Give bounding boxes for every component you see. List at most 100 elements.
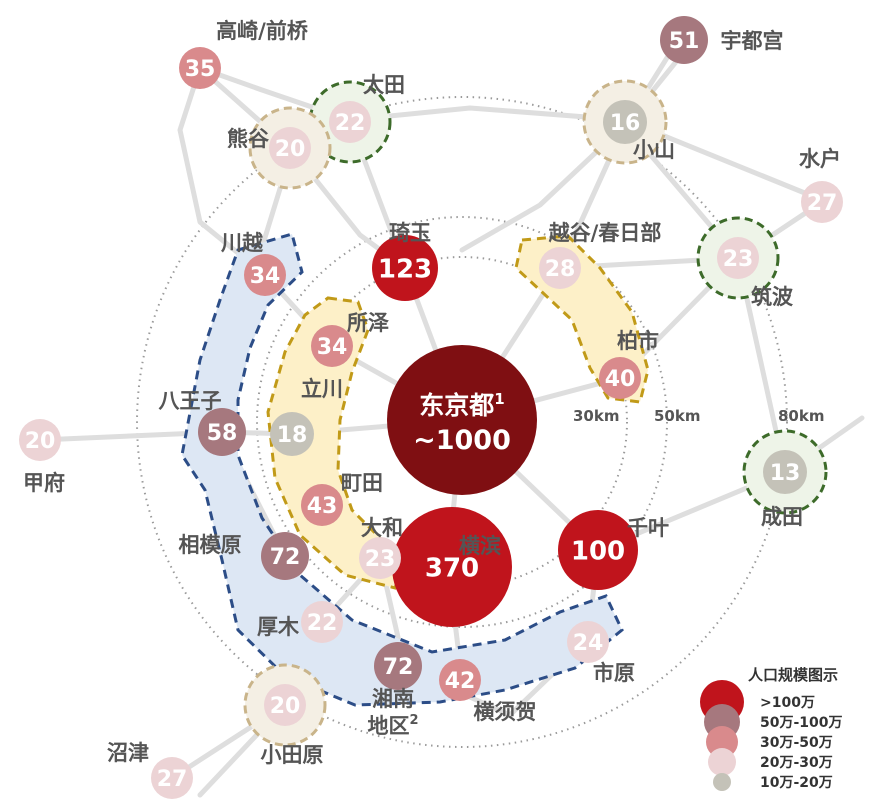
ota-bubble — [329, 101, 371, 143]
yamato-label: 大和 — [361, 516, 403, 540]
numazu-label: 沼津 — [107, 741, 149, 765]
takasaki-bubble — [179, 47, 221, 89]
machida-bubble — [301, 484, 343, 526]
utsunomiya-label: 宇都宫 — [721, 29, 784, 53]
shonan-bubble — [374, 642, 422, 690]
kofu-value: 20 — [25, 429, 56, 454]
odawara-value: 20 — [270, 694, 301, 719]
sagamihara-value: 72 — [270, 545, 301, 570]
machida-value: 43 — [307, 494, 338, 519]
legend-label-l: 50万-100万 — [760, 715, 843, 731]
kashiwa-value: 40 — [605, 367, 636, 392]
yokosuka-value: 42 — [445, 669, 476, 694]
kashiwa-bubble — [599, 357, 641, 399]
kumagaya-label: 熊谷 — [227, 127, 270, 151]
tachikawa-value: 18 — [277, 423, 308, 448]
tokorozawa-label: 所泽 — [347, 311, 389, 335]
chiba-bubble — [558, 510, 638, 590]
oyama-value: 16 — [610, 111, 641, 136]
legend-swatch-m — [706, 726, 738, 758]
chiba-label: 千叶 — [627, 516, 669, 540]
utsunomiya-bubble — [660, 16, 708, 64]
kumagaya-value: 20 — [275, 137, 306, 162]
tokyo-center: 东京都1 ~1000 — [387, 345, 537, 495]
ring-50km — [256, 216, 668, 628]
legend: 人口规模图示 >100万 50万-100万 30万-50万 20万-30万 10万-20… — [700, 666, 843, 791]
mito-bubble — [801, 181, 843, 223]
ota-value: 22 — [335, 111, 366, 136]
kawagoe-value: 34 — [250, 264, 281, 289]
tsukuba-value: 23 — [723, 247, 754, 272]
oyama-bubble — [603, 100, 647, 144]
narita-value: 13 — [770, 461, 801, 486]
tokorozawa-value: 34 — [317, 335, 348, 360]
tachikawa-label: 立川 — [301, 377, 343, 401]
mito-value: 27 — [807, 191, 838, 216]
hachioji-value: 58 — [207, 421, 238, 446]
saitama-bubble — [372, 235, 438, 301]
ichihara-bubble — [567, 621, 609, 663]
mito-label: 水户 — [799, 147, 841, 171]
ichihara-label: 市原 — [593, 661, 635, 685]
yokosuka-bubble — [439, 659, 481, 701]
yokosuka-label: 横须贺 — [474, 700, 537, 724]
kashiwa-label: 柏市 — [617, 329, 659, 353]
legend-swatch-xs — [713, 773, 731, 791]
kumagaya-bubble — [269, 127, 311, 169]
city-bubbles: 123 370 100 34 18 43 23 28 40 34 58 72 22 72 42 24 20 27 2… — [19, 16, 843, 799]
tsukuba-label: 筑波 — [751, 285, 794, 309]
legend-label-xs: 10万-20万 — [760, 775, 833, 791]
narita-label: 成田 — [761, 505, 803, 529]
tsukuba-bubble — [717, 237, 759, 279]
numazu-bubble — [151, 757, 193, 799]
legend-swatch-s — [708, 748, 736, 776]
yokohama-label: 横滨 — [459, 534, 501, 558]
legend-label-xl: >100万 — [760, 695, 815, 711]
tokyo-label: 东京都1 — [419, 390, 504, 420]
ichihara-value: 24 — [573, 631, 604, 656]
takasaki-label: 高崎/前桥 — [216, 19, 309, 43]
legend-items: >100万 50万-100万 30万-50万 20万-30万 10万-20万 — [700, 680, 843, 791]
legend-label-s: 20万-30万 — [760, 755, 833, 771]
koshigaya-value: 28 — [545, 257, 576, 282]
kofu-bubble — [19, 419, 61, 461]
tokyo-bubble — [387, 345, 537, 495]
tokorozawa-bubble — [311, 325, 353, 367]
shonan-label-line2: 地区2 — [367, 713, 418, 738]
saitama-label: 琦玉 — [389, 221, 431, 245]
utsunomiya-value: 51 — [669, 29, 700, 54]
kofu-label: 甲府 — [23, 471, 65, 495]
tachikawa-bubble — [270, 412, 314, 456]
shonan-label: 湘南 — [372, 687, 414, 711]
saitama-value: 123 — [378, 254, 432, 284]
yokohama-value: 370 — [425, 553, 479, 583]
ring-80km — [136, 96, 788, 748]
atsugi-bubble — [301, 601, 343, 643]
legend-title: 人口规模图示 — [748, 666, 838, 684]
kawagoe-bubble — [244, 254, 286, 296]
atsugi-value: 22 — [307, 611, 338, 636]
chiba-value: 100 — [571, 536, 625, 566]
shonan-value: 72 — [383, 655, 414, 680]
west-blue-corridor — [180, 232, 624, 707]
narita-bubble — [763, 450, 807, 494]
machida-label: 町田 — [341, 471, 383, 495]
ring-label-30km: 30km — [573, 407, 619, 425]
sagamihara-label: 相模原 — [179, 533, 242, 557]
takasaki-value: 35 — [185, 57, 216, 82]
atsugi-label: 厚木 — [257, 615, 300, 639]
koshigaya-bubble — [539, 247, 581, 289]
odawara-label: 小田原 — [261, 743, 324, 767]
ring-label-80km: 80km — [778, 407, 824, 425]
hachioji-label: 八王子 — [159, 389, 222, 413]
odawara-bubble — [264, 684, 306, 726]
sagamihara-bubble — [261, 532, 309, 580]
oyama-label: 小山 — [633, 138, 675, 162]
yokohama-bubble — [392, 507, 512, 627]
ota-label: 太田 — [363, 73, 405, 97]
yamato-value: 23 — [365, 547, 396, 572]
ring-label-50km: 50km — [654, 407, 700, 425]
legend-label-m: 30万-50万 — [760, 735, 833, 751]
koshigaya-label: 越谷/春日部 — [548, 221, 662, 245]
